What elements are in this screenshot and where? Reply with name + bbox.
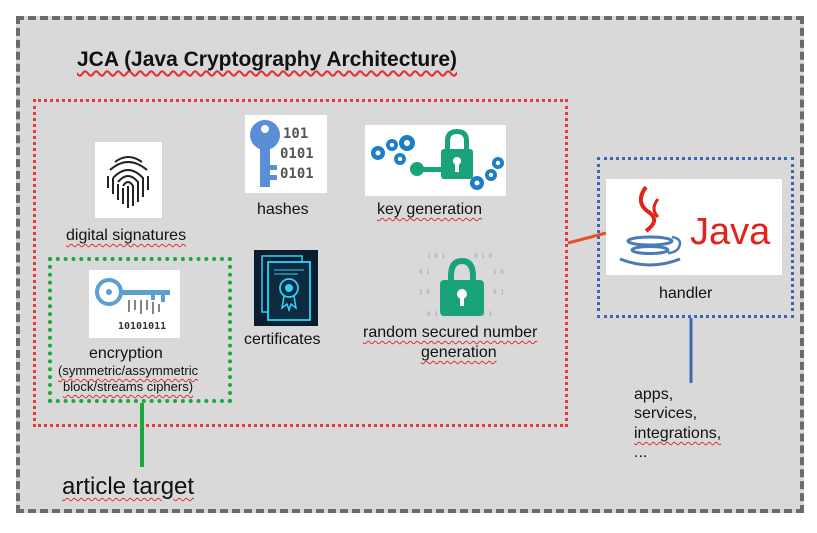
handler-label: handler bbox=[659, 285, 713, 302]
article-target-label: article target bbox=[62, 473, 195, 500]
certificates-icon bbox=[254, 250, 318, 326]
hashes-label: hashes bbox=[257, 201, 309, 218]
jca-services-box bbox=[33, 99, 568, 427]
encryption-detail-line-2: block/streams ciphers) bbox=[63, 379, 194, 394]
random-number-label-line-1: random secured number bbox=[363, 324, 538, 341]
svg-text:0 1 0: 0 1 0 bbox=[474, 253, 492, 260]
certificates-label: certificates bbox=[244, 331, 321, 348]
encryption-label: encryption bbox=[89, 345, 163, 362]
consumer-integrations: integrations, bbox=[634, 425, 722, 442]
svg-text:0 1: 0 1 bbox=[493, 289, 504, 296]
svg-text:1 0 1: 1 0 1 bbox=[427, 253, 445, 260]
hash-key-icon bbox=[245, 115, 327, 193]
encryption-key-icon bbox=[89, 270, 180, 338]
random-lock-icon: 1 0 1 0 1 0 0 1 1 0 1 0 0 1 0 1 1 1 0 1 bbox=[419, 248, 506, 321]
random-number-label-line-2: generation bbox=[421, 344, 497, 361]
fingerprint-icon bbox=[95, 142, 162, 218]
digital-signatures-label: digital signatures bbox=[66, 227, 187, 244]
consumer-services: services, bbox=[634, 405, 698, 422]
diagram-title: JCA (Java Cryptography Architecture) bbox=[77, 48, 458, 71]
svg-text:0 1: 0 1 bbox=[419, 269, 430, 276]
encryption-binary: 10101011 bbox=[118, 321, 167, 332]
svg-text:1 0 1: 1 0 1 bbox=[474, 311, 492, 318]
article-target-box bbox=[48, 257, 232, 403]
hash-binary-row-2: 0101 bbox=[280, 146, 314, 162]
hash-binary-row-3: 0101 bbox=[280, 166, 314, 182]
consumer-ellipsis: ... bbox=[634, 444, 648, 461]
key-generation-label: key generation bbox=[377, 201, 482, 218]
encryption-detail-line-1: (symmetric/assymmetric bbox=[58, 363, 199, 378]
svg-text:0 1 1: 0 1 1 bbox=[427, 311, 445, 318]
consumer-apps: apps, bbox=[634, 386, 674, 403]
java-logo-text: Java bbox=[690, 211, 771, 253]
svg-text:1 0: 1 0 bbox=[419, 289, 430, 296]
hash-binary-row-1: 101 bbox=[283, 126, 309, 142]
java-logo-icon bbox=[606, 179, 782, 275]
svg-text:1 0: 1 0 bbox=[493, 269, 504, 276]
key-generation-icon bbox=[365, 125, 506, 196]
